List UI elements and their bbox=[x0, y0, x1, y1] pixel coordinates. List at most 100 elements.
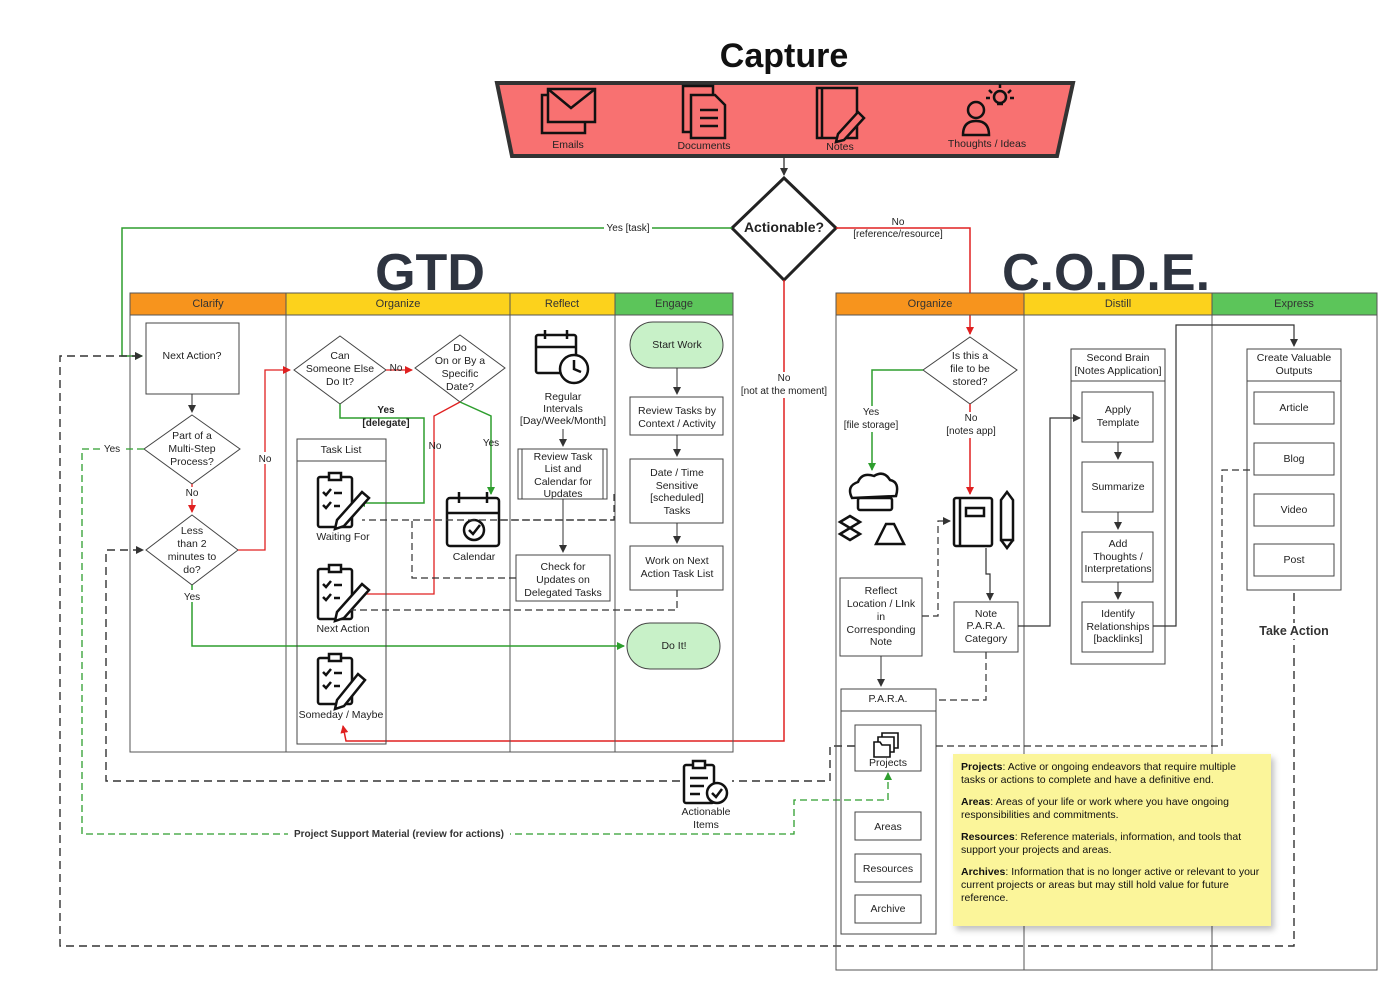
regular-intervals-icon bbox=[534, 330, 590, 385]
reflect-line: Location / LInk bbox=[847, 598, 916, 610]
para-definitions-note: Projects: Active or ongoing endeavors th… bbox=[953, 754, 1271, 926]
do-it-pill bbox=[626, 622, 721, 670]
next-action-box bbox=[145, 322, 240, 395]
actionable-label: Actionable? bbox=[744, 219, 824, 235]
multi-step-line: Process? bbox=[170, 456, 214, 468]
someday-maybe-icon bbox=[316, 652, 367, 711]
someone-yes-label-2: [delegate] bbox=[362, 418, 409, 429]
lane-header-engage: Engage bbox=[655, 298, 693, 310]
capture-band bbox=[494, 81, 1076, 158]
note-to-distill-link bbox=[1018, 414, 1081, 627]
datetime-line: Date / Time bbox=[650, 467, 704, 479]
no-ref-label-2: [reference/resource] bbox=[853, 229, 943, 240]
resources-text: : Reference materials, information, and … bbox=[961, 831, 1242, 856]
thoughts-line: Thoughts / bbox=[1093, 551, 1143, 563]
outputs-line: Create Valuable bbox=[1257, 352, 1332, 364]
notepara-line: Category bbox=[965, 633, 1008, 645]
thoughts-line: Add bbox=[1109, 538, 1128, 550]
take-action-label: Take Action bbox=[1259, 624, 1328, 638]
no-ref-label: No bbox=[892, 217, 905, 228]
check-waiting-link bbox=[411, 520, 516, 579]
review-line: Review Task bbox=[534, 451, 593, 463]
date-line: Do bbox=[453, 342, 467, 354]
source-label: Thoughts / Ideas bbox=[948, 138, 1026, 150]
outputs-line: Outputs bbox=[1276, 365, 1313, 377]
review-line: List and bbox=[545, 463, 582, 475]
output-blog-box bbox=[1253, 442, 1335, 476]
no-reference-arrow bbox=[836, 227, 974, 335]
worknext-line: Action Task List bbox=[641, 568, 714, 580]
notepara-line: Note bbox=[975, 608, 997, 620]
file-yes-label: Yes bbox=[863, 407, 879, 418]
archives-term: Archives bbox=[961, 866, 1006, 878]
date-line: Specific bbox=[442, 368, 479, 380]
archives-text: : Information that is no longer active o… bbox=[961, 866, 1260, 904]
file-yes-arrow bbox=[868, 369, 923, 471]
file-no-label-2: [notes app] bbox=[946, 426, 996, 437]
less-2min-line: than 2 bbox=[177, 538, 206, 550]
file-line: file to be bbox=[950, 363, 990, 375]
no-moment-arrow bbox=[340, 280, 785, 742]
check-line: Check for bbox=[541, 561, 586, 573]
multi-yes-arrow bbox=[81, 448, 892, 835]
date-no-arrow bbox=[351, 401, 461, 598]
note-para-link bbox=[936, 652, 987, 701]
date-line: Date? bbox=[446, 381, 474, 393]
notebook-icon bbox=[952, 489, 1015, 551]
secondbrain-line: [Notes Application] bbox=[1075, 365, 1162, 377]
datetime-line: Sensitive bbox=[656, 480, 699, 492]
someone-no-label: No bbox=[390, 363, 403, 374]
next-to-engage-link bbox=[350, 590, 678, 611]
source-label: Documents bbox=[677, 140, 730, 152]
reflect-to-notebook-link bbox=[922, 517, 951, 617]
thoughts-line: Interpretations bbox=[1084, 563, 1151, 575]
para-container bbox=[840, 688, 937, 935]
task-list-container bbox=[296, 438, 387, 745]
notes-icon bbox=[815, 86, 866, 144]
file-line: stored? bbox=[952, 376, 987, 388]
para-item: Archive bbox=[870, 903, 905, 915]
reflect-line: Note bbox=[870, 636, 892, 648]
para-item: Projects bbox=[869, 757, 907, 769]
review-line: Updates bbox=[543, 488, 582, 500]
file-yes-label-2: [file storage] bbox=[844, 420, 899, 431]
file-no-label: No bbox=[965, 413, 978, 424]
add-thoughts-box bbox=[1081, 531, 1154, 583]
capture-title: Capture bbox=[720, 37, 848, 75]
waiting-for-icon bbox=[316, 471, 371, 531]
review-context-box bbox=[629, 396, 724, 436]
project-support-label: Project Support Material (review for act… bbox=[294, 829, 504, 840]
output-article-box bbox=[1253, 391, 1335, 425]
distill-to-express-link bbox=[1153, 324, 1298, 627]
projects-to-actionable-link bbox=[732, 745, 855, 782]
actionable-items-line: Actionable bbox=[681, 806, 730, 818]
regular-line: Regular bbox=[545, 391, 582, 403]
para-title: P.A.R.A. bbox=[869, 693, 908, 705]
datetime-line: Tasks bbox=[664, 505, 691, 517]
lane-header-express: Express bbox=[1274, 298, 1314, 310]
less-2min-line: do? bbox=[183, 564, 201, 576]
date-line: On or By a bbox=[435, 355, 485, 367]
datetime-line: [scheduled] bbox=[650, 492, 704, 504]
output-item: Post bbox=[1283, 554, 1304, 566]
next-action-list-label: Next Action bbox=[316, 623, 369, 635]
para-areas-box bbox=[854, 811, 922, 841]
documents-icon bbox=[681, 84, 727, 140]
summarize-box bbox=[1081, 461, 1154, 513]
waiting-for-label: Waiting For bbox=[316, 531, 370, 543]
identify-line: [backlinks] bbox=[1093, 633, 1142, 645]
someone-yes-arrow bbox=[339, 404, 425, 507]
multi-step-line: Multi-Step bbox=[168, 443, 215, 455]
output-item: Video bbox=[1281, 504, 1308, 516]
less-no-label: No bbox=[259, 454, 272, 465]
summarize-label: Summarize bbox=[1091, 481, 1144, 493]
less-2min-line: Less bbox=[181, 525, 203, 537]
date-yes-label: Yes bbox=[483, 438, 499, 449]
apply-line: Apply bbox=[1105, 404, 1132, 416]
work-next-box bbox=[629, 545, 724, 591]
projects-text: : Active or ongoing endeavors that requi… bbox=[961, 761, 1236, 786]
output-post-box bbox=[1253, 543, 1335, 577]
folder-icon bbox=[873, 732, 899, 758]
check-updates-box bbox=[515, 554, 611, 602]
